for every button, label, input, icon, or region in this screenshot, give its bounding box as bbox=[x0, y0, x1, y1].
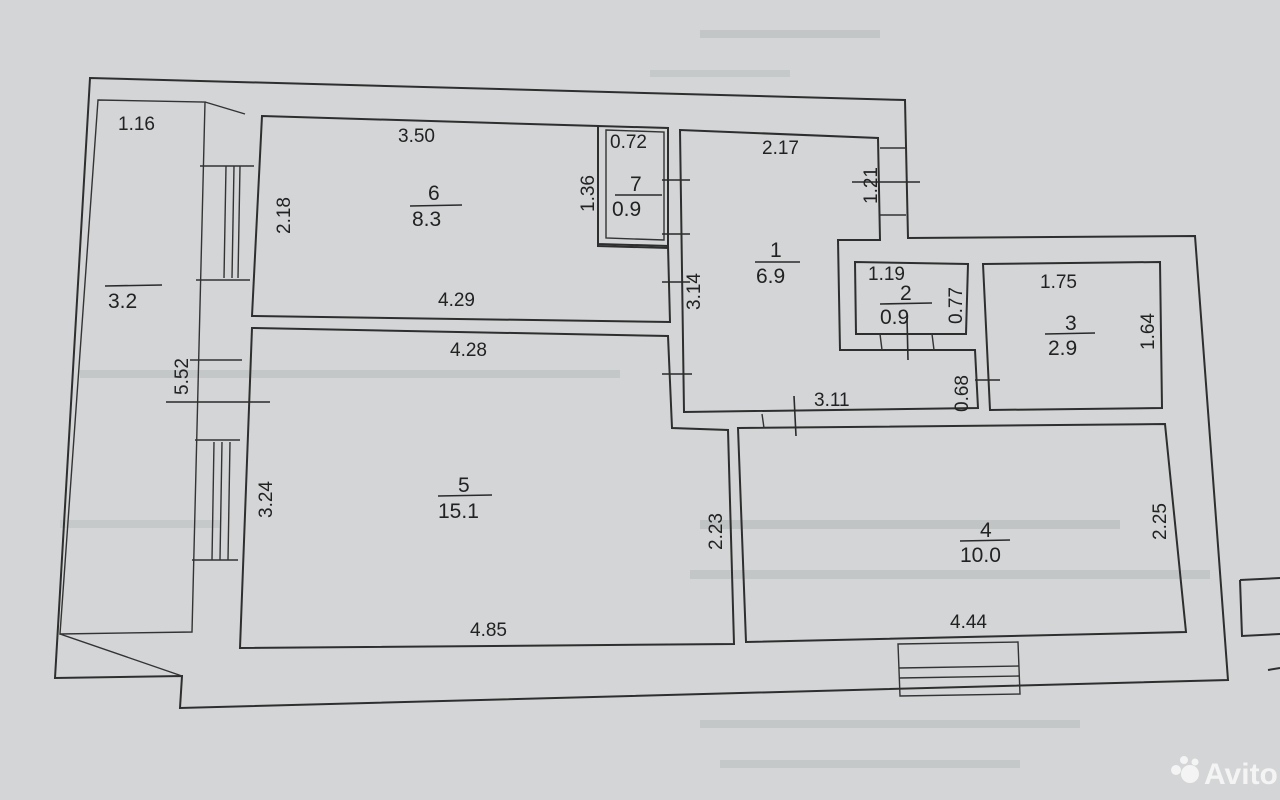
bleed-through-text bbox=[60, 30, 1210, 768]
dim-balcony-top: 1.16 bbox=[118, 114, 155, 135]
dim-room3-bottom-side: 0.68 bbox=[952, 375, 973, 412]
room-5-area: 15.1 bbox=[438, 500, 479, 523]
balcony-wall bbox=[166, 101, 270, 561]
room-3 bbox=[975, 260, 1164, 412]
window-symbol-lower bbox=[211, 441, 231, 561]
dim-room2-top: 1.19 bbox=[868, 264, 905, 285]
dim-room3-side: 1.64 bbox=[1138, 313, 1159, 350]
room-3-area: 2.9 bbox=[1048, 337, 1077, 360]
room-4 bbox=[736, 395, 1188, 697]
dim-room3-top: 1.75 bbox=[1040, 272, 1077, 293]
room-1 bbox=[662, 128, 980, 414]
balcony-area: 3.2 bbox=[108, 290, 137, 313]
room-5 bbox=[238, 326, 736, 650]
dim-room6-top: 3.50 bbox=[398, 126, 435, 147]
balcony bbox=[59, 99, 206, 677]
room-7 bbox=[597, 124, 690, 250]
room-7-number: 7 bbox=[630, 173, 642, 196]
dim-room7-side: 1.36 bbox=[578, 175, 599, 212]
dim-room2-side: 0.77 bbox=[946, 287, 967, 324]
dim-balcony-side: 5.52 bbox=[172, 358, 193, 395]
room-4-number: 4 bbox=[980, 519, 992, 542]
dim-room5-right: 2.23 bbox=[706, 513, 727, 550]
room-2 bbox=[853, 260, 970, 361]
dim-room1-right: 1.21 bbox=[861, 167, 882, 204]
outer-walls bbox=[53, 76, 1280, 710]
dim-room7-top: 0.72 bbox=[610, 132, 647, 153]
dim-room5-bottom: 4.85 bbox=[470, 620, 507, 641]
room-4-area: 10.0 bbox=[960, 544, 1001, 567]
avito-logo-text: Avito bbox=[1204, 758, 1278, 791]
room-7-area: 0.9 bbox=[612, 198, 641, 221]
room-6-number: 6 bbox=[428, 182, 440, 205]
room-6-area: 8.3 bbox=[412, 208, 441, 231]
room-2-number: 2 bbox=[900, 282, 912, 305]
dim-room6-bottom: 4.29 bbox=[438, 290, 475, 311]
dim-room4-right: 2.25 bbox=[1150, 503, 1171, 540]
room-1-number: 1 bbox=[770, 239, 782, 262]
dim-room4-bottom: 4.44 bbox=[950, 612, 987, 633]
room-1-area: 6.9 bbox=[756, 265, 785, 288]
dim-room5-top: 4.28 bbox=[450, 340, 487, 361]
dim-room6-side: 2.18 bbox=[274, 197, 295, 234]
avito-dots-icon bbox=[1171, 756, 1199, 783]
room-3-number: 3 bbox=[1065, 312, 1077, 335]
window-symbol-upper bbox=[223, 165, 241, 279]
dim-room1-top: 2.17 bbox=[762, 138, 799, 159]
dim-room5-left: 3.24 bbox=[256, 481, 277, 518]
room-5-number: 5 bbox=[458, 474, 470, 497]
avito-watermark: Avito bbox=[1171, 756, 1278, 791]
dim-room1-bottom: 3.11 bbox=[814, 390, 850, 411]
room-labels bbox=[104, 194, 1096, 542]
dim-room1-side: 3.14 bbox=[684, 273, 705, 310]
room-2-area: 0.9 bbox=[880, 306, 909, 329]
